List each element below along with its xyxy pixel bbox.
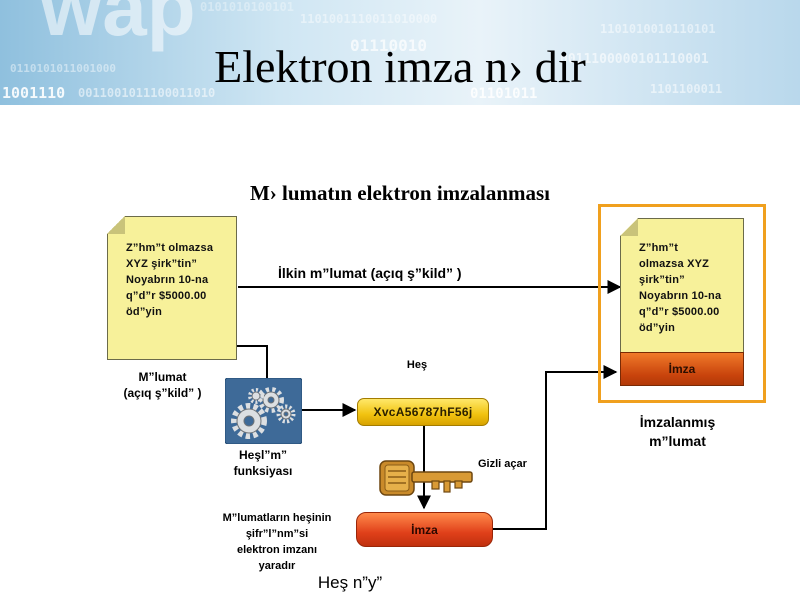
page-fold-icon bbox=[107, 216, 125, 234]
encryption-note: M”lumatların heşinin şifr”l”nm”si elektr… bbox=[222, 512, 332, 572]
source-document-text: Z”hm”t olmazsa XYZ şirk”tin” Noyabrın 10… bbox=[126, 242, 214, 318]
diagram-title: M› lumatın elektron imzalanması bbox=[249, 181, 550, 205]
banner-binary-text: 0110101011001000 bbox=[10, 62, 116, 75]
signature-attach-arrow bbox=[492, 365, 618, 530]
banner-binary-text: 0011100000101110001 bbox=[560, 52, 709, 67]
banner-binary-text: 1101001110011010000 bbox=[300, 12, 438, 26]
gears-icon bbox=[225, 378, 302, 444]
banner-binary-text: 1001110 bbox=[2, 84, 66, 102]
key-icon bbox=[379, 460, 473, 496]
banner-wordmark: wap bbox=[40, 0, 196, 52]
banner-binary-text: 1101100011 bbox=[650, 82, 723, 96]
bottom-label: Heş n”y” bbox=[317, 573, 383, 592]
signed-document-frame bbox=[598, 204, 766, 403]
signed-document-label: İmzalanmış m”lumat bbox=[639, 414, 716, 449]
hash-label: Heş bbox=[406, 359, 428, 371]
banner-binary-text: 1101010010110101 bbox=[600, 22, 716, 36]
page-fold-icon bbox=[620, 218, 638, 236]
title-banner: wap 1001110 0011001011100011010 01101011… bbox=[0, 0, 800, 105]
data-to-hash-function-line bbox=[234, 345, 268, 380]
hash-value-box: XvcA56787hF56j bbox=[357, 398, 489, 426]
banner-binary-text: 01101011 bbox=[470, 86, 538, 102]
banner-binary-text: 01110010 bbox=[350, 36, 428, 55]
signed-document-signature: İmza bbox=[620, 352, 744, 386]
signature-box: İmza bbox=[356, 512, 493, 547]
signed-document-text: Z”hm”t olmazsa XYZ şirk”tin” Noyabrın 10… bbox=[639, 242, 722, 334]
signed-document bbox=[620, 218, 744, 353]
banner-binary-text: 0101010100101 bbox=[200, 0, 294, 14]
page-title: Elektron imza n› dir bbox=[214, 41, 586, 92]
source-document bbox=[107, 216, 237, 360]
source-document-label: M”lumat (açıq ş”kild” ) bbox=[123, 370, 202, 400]
hash-function-label: Heşl”m” funksiyası bbox=[233, 448, 293, 478]
private-key-label: Gizli açar bbox=[478, 458, 527, 470]
banner-binary-text: 0011001011100011010 bbox=[78, 86, 216, 100]
original-data-label: İlkin m”lumat (açıq ş”kild” ) bbox=[278, 265, 462, 281]
